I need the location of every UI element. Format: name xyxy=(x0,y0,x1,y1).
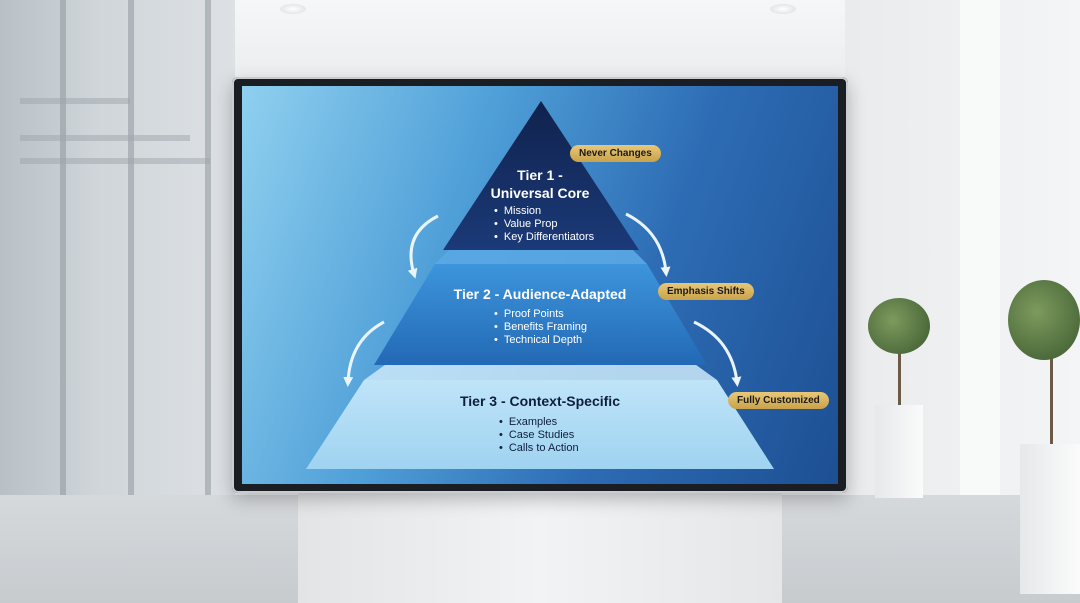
list-item: Proof Points xyxy=(494,308,587,321)
list-item: Value Prop xyxy=(494,218,594,231)
tier2-top-face xyxy=(435,250,647,264)
glass-frame xyxy=(60,0,66,603)
list-item: Key Differentiators xyxy=(494,231,594,244)
ceiling-light xyxy=(770,4,796,14)
tier2-list: Proof Points Benefits Framing Technical … xyxy=(494,308,587,347)
tier2-badge: Emphasis Shifts xyxy=(658,283,754,300)
tier3-top-face xyxy=(364,362,717,380)
glass-shelf xyxy=(20,98,130,104)
curved-arrow-left-1 xyxy=(407,214,439,279)
ceiling-light xyxy=(280,4,306,14)
display-screen: Tier 1 - Universal Core Mission Value Pr… xyxy=(242,86,838,484)
plant-foliage xyxy=(868,298,930,354)
glass-frame xyxy=(128,0,134,603)
glass-shelf xyxy=(20,135,190,141)
tier1-title-line2: Universal Core xyxy=(490,185,590,201)
list-item: Calls to Action xyxy=(499,442,579,455)
tier1-title: Tier 1 - Universal Core xyxy=(472,166,608,202)
list-item: Mission xyxy=(494,205,594,218)
tier1-badge: Never Changes xyxy=(570,145,661,162)
plant-foliage xyxy=(1008,280,1080,360)
tier3-badge: Fully Customized xyxy=(728,392,829,409)
tier3-title: Tier 3 - Context-Specific xyxy=(459,393,620,409)
curved-arrow-right-2 xyxy=(693,320,742,387)
tier1-list: Mission Value Prop Key Differentiators xyxy=(494,205,594,244)
list-item: Benefits Framing xyxy=(494,321,587,334)
plant-stem xyxy=(1050,320,1053,450)
glass-frame xyxy=(205,0,211,603)
display-pedestal xyxy=(298,492,782,603)
list-item: Technical Depth xyxy=(494,334,587,347)
tier3-list: Examples Case Studies Calls to Action xyxy=(499,416,579,455)
tier2-title: Tier 2 - Audience-Adapted xyxy=(453,286,627,302)
planter xyxy=(1020,444,1080,594)
list-item: Case Studies xyxy=(499,429,579,442)
glass-shelf xyxy=(20,158,210,164)
monitor-bezel xyxy=(232,77,848,493)
curved-arrow-left-2 xyxy=(343,320,385,387)
curved-arrow-right-1 xyxy=(625,212,671,277)
wall-pillar xyxy=(960,0,1000,560)
plant-stem xyxy=(898,340,901,410)
tier1-title-line1: Tier 1 - xyxy=(517,167,563,183)
list-item: Examples xyxy=(499,416,579,429)
planter xyxy=(875,405,923,498)
